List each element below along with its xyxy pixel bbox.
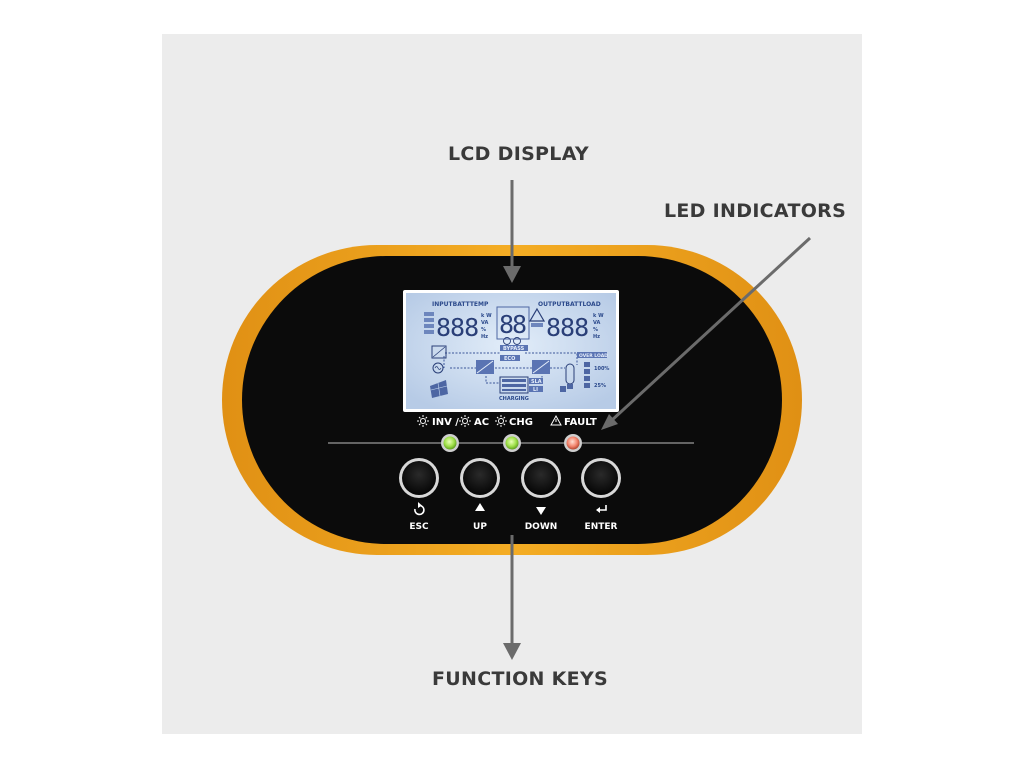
pv-array-icon [431,345,447,359]
led-callout-arrow [601,236,812,430]
lcd-callout-arrow [503,180,521,283]
lcd-li-label: LI [533,387,538,393]
charger-icon [476,360,494,374]
lcd-unit-left-2: VA [481,320,489,326]
enter-arrow-icon [596,505,607,513]
lcd-bypass-tag [500,345,528,351]
lcd-unit-right-2: VA [593,320,601,326]
lcd-right-header: OUTPUTBATTLOAD [538,301,601,308]
led-label-row: INV / AC CHG FAULT [417,414,597,428]
sun-icon [495,415,507,427]
lcd-eco-tag [500,355,520,361]
lcd-charging-label: CHARGING [499,396,529,402]
key-label-up: UP [473,522,487,532]
led-label-ac: AC [474,417,489,428]
led-label-inv: INV / [432,417,459,428]
lcd-unit-left-3: % [481,327,486,333]
lcd-center-digits: 88 [499,310,526,339]
lcd-center-frame [496,306,530,340]
lcd-unit-left-4: Hz [481,334,488,340]
key-label-down: DOWN [525,522,558,532]
led-label-chg: CHG [509,417,533,428]
led-label-fault: FAULT [564,417,597,428]
led-inv [441,434,459,452]
lcd-left-header: INPUTBATTTEMP [432,301,489,308]
lcd-unit-left-1: k W [481,313,492,319]
lcd-pct-100: 100% [594,366,609,372]
sun-icon [417,415,429,427]
lcd-unit-right-1: k W [593,313,604,319]
lcd-unit-right-4: Hz [593,334,600,340]
return-arrow-icon [414,502,425,516]
keys-callout-arrow [503,535,521,660]
callout-lcd-display: LCD DISPLAY [448,143,589,165]
inverter-icon [532,360,550,374]
callout-led-indicators: LED INDICATORS [664,200,847,222]
down-button[interactable] [521,458,561,498]
ac-grid-icon [432,362,444,374]
up-arrow-icon [475,503,485,511]
lcd-overload-label: OVER LOAD [579,353,608,359]
up-button[interactable] [460,458,500,498]
load-level-bars [584,362,590,388]
warning-icon [528,307,546,327]
esc-button[interactable] [399,458,439,498]
lcd-li-tag [529,386,543,392]
lcd-sla-tag [529,378,543,384]
lcd-left-tags [424,312,434,334]
lcd-unit-right-3: % [593,327,598,333]
battery-icon [499,376,529,394]
lcd-pct-25: 25% [594,383,606,389]
led-chg [503,434,521,452]
lcd-right-digits: 888 [546,313,588,342]
solar-panel-icon [430,380,448,398]
down-arrow-icon [536,507,546,515]
enter-button[interactable] [581,458,621,498]
lcd-left-digits: 888 [436,313,478,342]
lcd-eco-label: ECO [504,356,515,362]
lcd-display: INPUTBATTTEMP OUTPUTBATTLOAD 888 k W VA … [403,290,619,412]
callout-function-keys: FUNCTION KEYS [432,668,608,690]
lcd-sla-label: SLA [531,379,542,385]
led-fault [564,434,582,452]
lcd-bypass-label: BYPASS [503,346,525,352]
lcd-overload-tag [577,352,607,358]
load-bulb-icon [560,363,575,392]
key-label-esc: ESC [409,522,429,532]
key-label-enter: ENTER [585,522,618,532]
warning-icon [550,414,562,426]
sun-icon [459,415,471,427]
check-icon [503,337,521,345]
